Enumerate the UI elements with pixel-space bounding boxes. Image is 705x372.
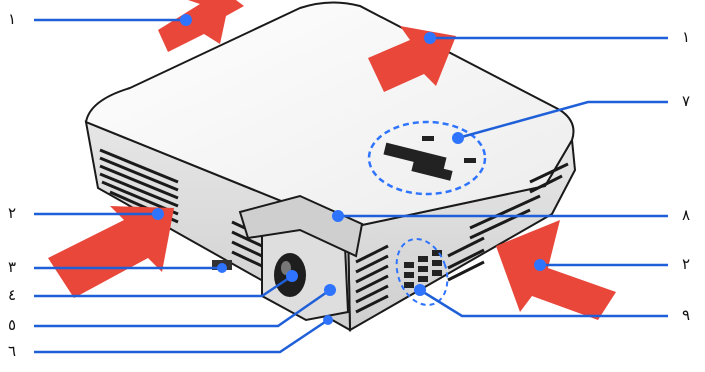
callout-left-4: ٤ xyxy=(8,286,17,304)
intake-arrow-left xyxy=(48,206,174,298)
callout-left-6: ٦ xyxy=(8,342,17,360)
keypad-outline xyxy=(395,238,449,306)
callout-right-2: ٢ xyxy=(682,255,691,273)
callout-right-1: ١ xyxy=(682,28,691,46)
control-panel-buttons xyxy=(383,136,476,181)
intake-arrow-right xyxy=(496,220,616,320)
callout-right-8: ٨ xyxy=(682,206,691,224)
exhaust-arrow-left xyxy=(158,0,244,52)
callout-left-2: ٢ xyxy=(8,204,17,222)
pointer-dots xyxy=(152,14,546,325)
callout-right-9: ٩ xyxy=(682,306,691,324)
zoom-focus-block xyxy=(238,194,364,258)
side-vents xyxy=(355,162,569,314)
callout-left-3: ٣ xyxy=(8,258,17,276)
control-panel-outline xyxy=(367,120,487,196)
leader-lines xyxy=(34,18,668,354)
keypad xyxy=(404,250,442,288)
lens-housing xyxy=(261,220,350,322)
callout-left-5: ٥ xyxy=(8,316,17,334)
exhaust-arrow-right xyxy=(368,26,456,92)
callout-left-1: ١ xyxy=(8,10,17,28)
callout-right-7: ٧ xyxy=(682,92,691,110)
